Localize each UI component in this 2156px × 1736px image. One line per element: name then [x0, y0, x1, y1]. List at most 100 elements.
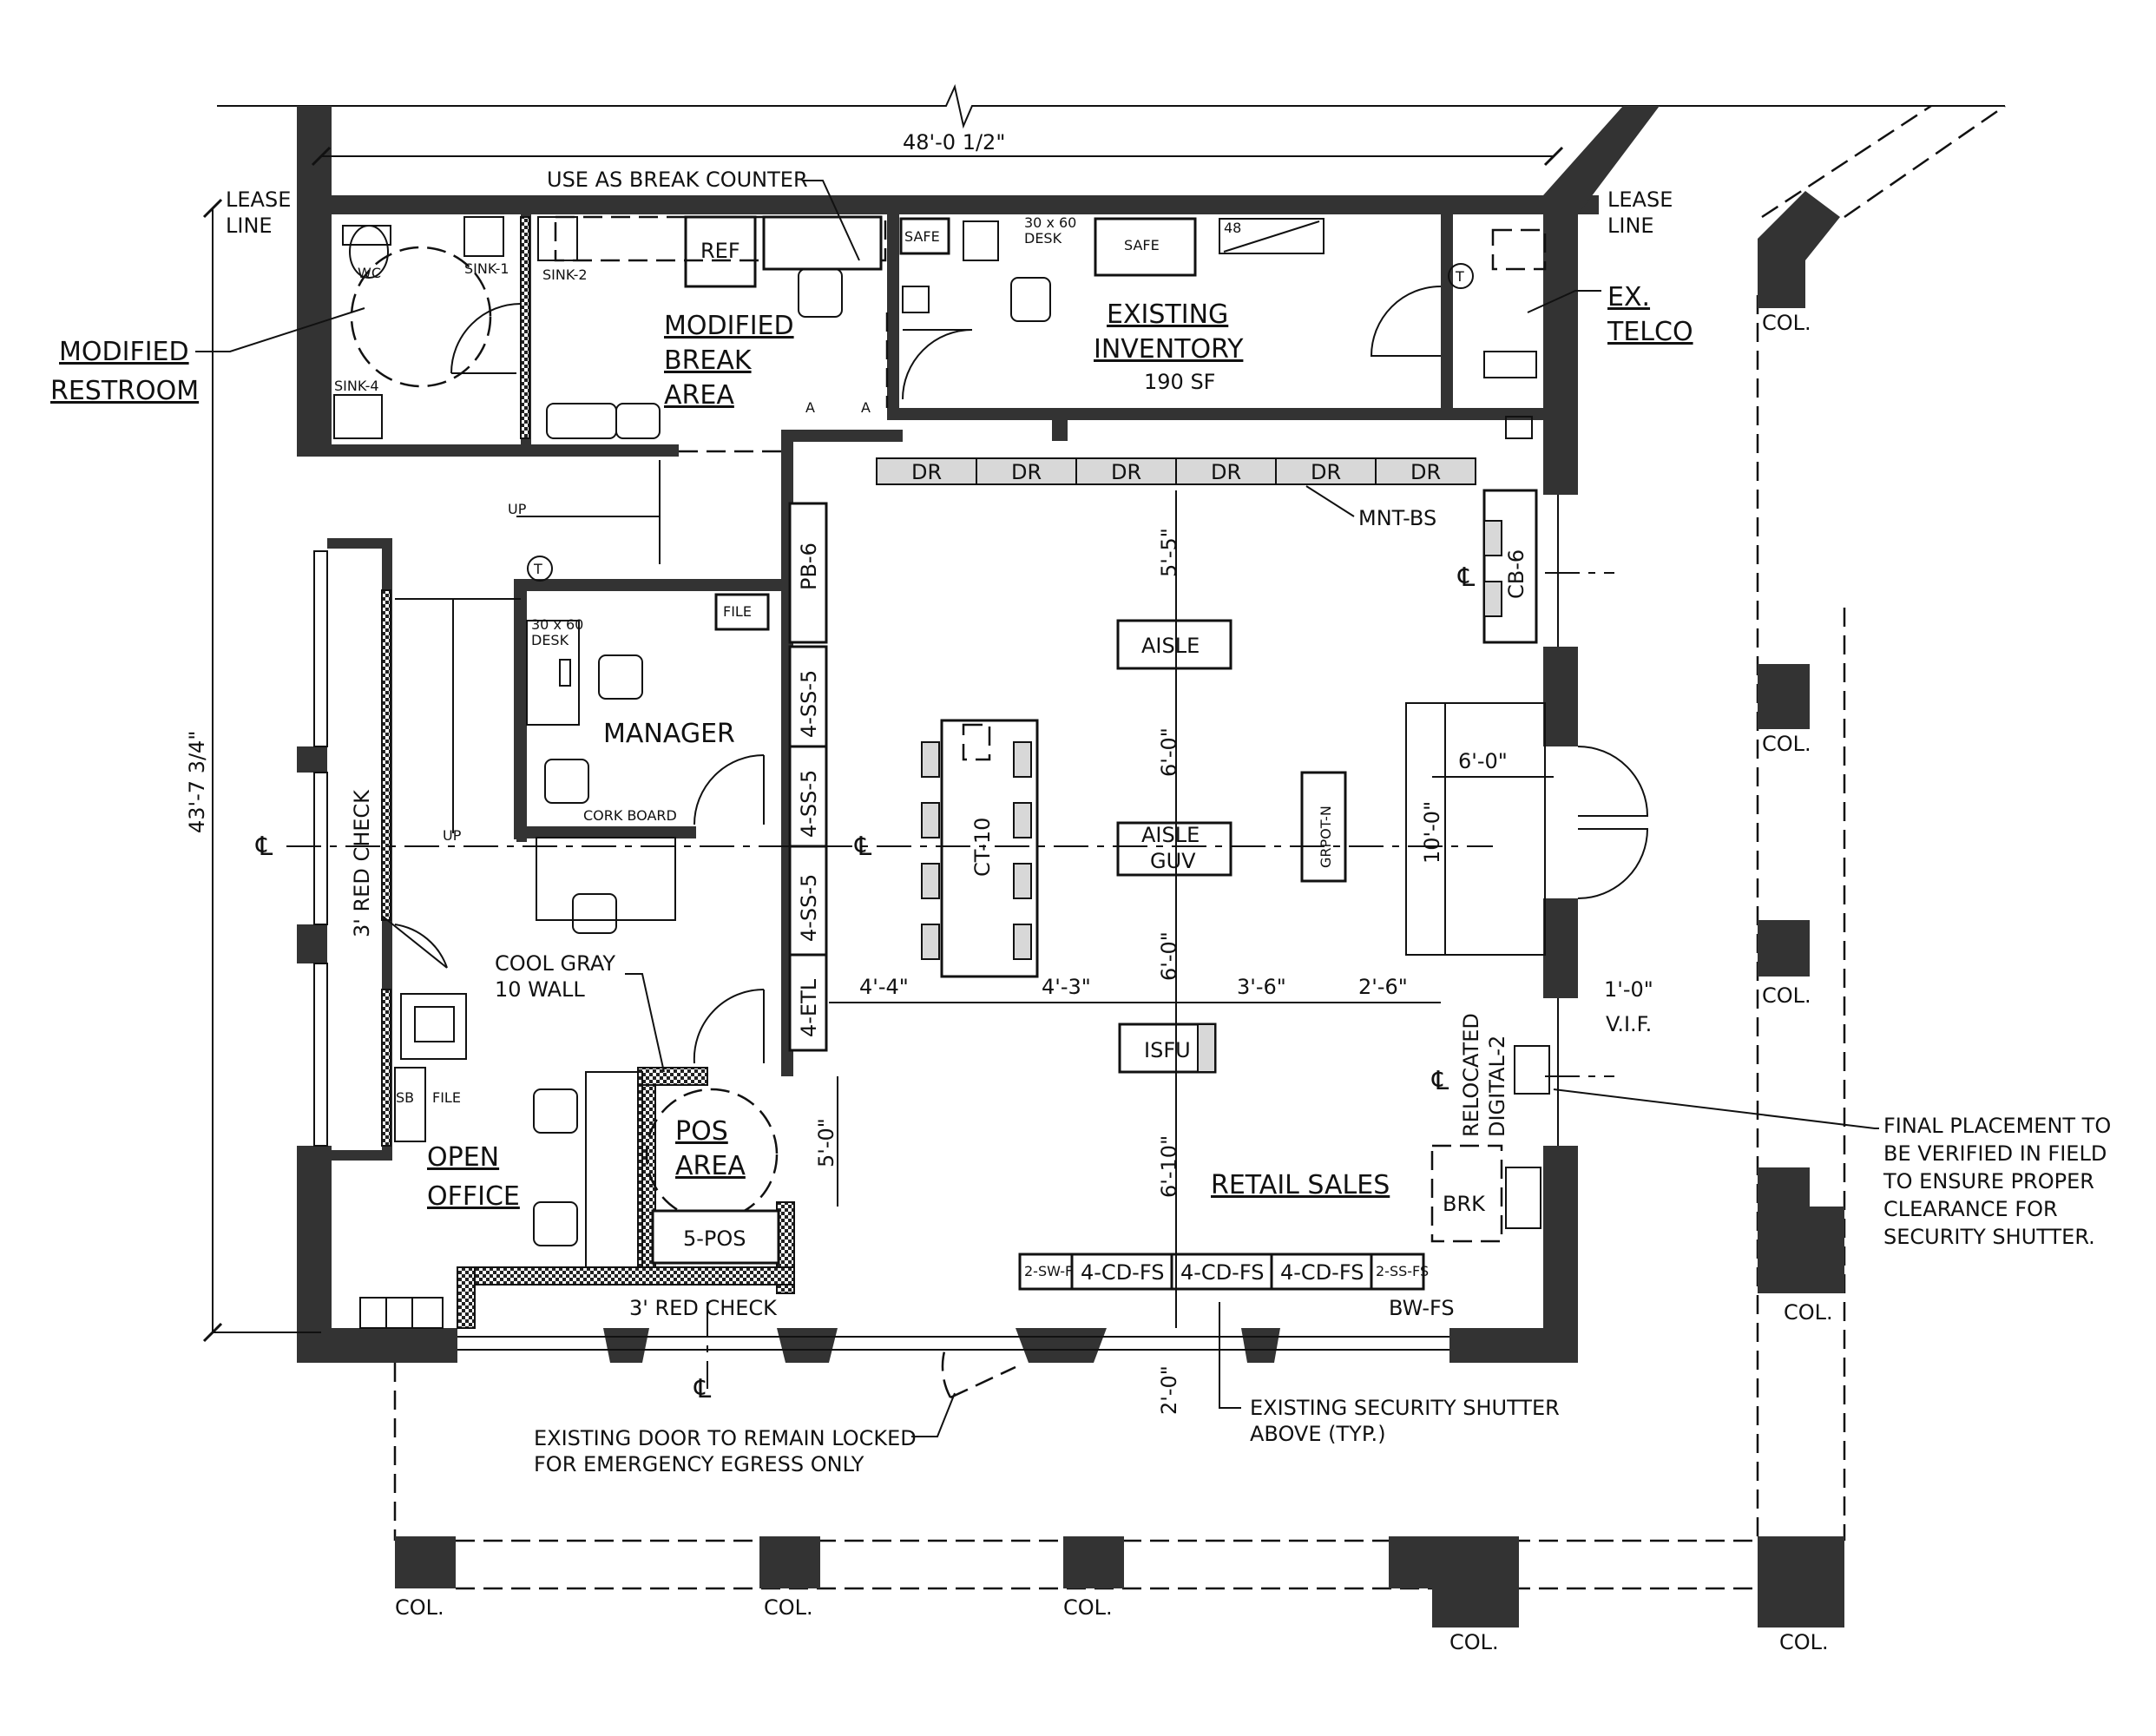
- centerlines: [286, 572, 1614, 1389]
- dim-front-clear: 2'-0": [1157, 1365, 1181, 1415]
- sink4-label: SINK-4: [334, 378, 379, 394]
- dim-gap2: 4'-3": [1042, 975, 1091, 999]
- desk-inv-1: 30 x 60: [1024, 214, 1076, 231]
- sink2-label: SINK-2: [542, 266, 588, 283]
- brk-label: BRK: [1443, 1192, 1486, 1216]
- security-shutter-2: ABOVE (TYP.): [1250, 1422, 1386, 1446]
- dr-2: DR: [1011, 460, 1042, 484]
- file-mgr-label: FILE: [723, 603, 752, 620]
- cl-center: ℄: [854, 832, 871, 862]
- up-2: UP: [443, 827, 462, 844]
- safe2-label: SAFE: [1124, 237, 1160, 253]
- sink1-label: SINK-1: [464, 260, 509, 277]
- corridor: UP UP 3' RED CHECK: [350, 460, 661, 969]
- open-office-line1: OPEN: [427, 1142, 499, 1173]
- pos-line2: AREA: [675, 1151, 746, 1181]
- aisle-fixtures: AISLE AISLE GUV ISFU GRPOT-N: [1116, 619, 1347, 1074]
- final-placement-1: FINAL PLACEMENT TO: [1883, 1114, 2111, 1138]
- open-office-line2: OFFICE: [427, 1181, 520, 1212]
- existing-door-1: EXISTING DOOR TO REMAIN LOCKED: [534, 1426, 917, 1450]
- aisle-1-label: AISLE: [1141, 634, 1200, 658]
- safe1-label: SAFE: [904, 228, 940, 245]
- up-1: UP: [508, 501, 527, 517]
- col-label-6: COL.: [395, 1595, 444, 1620]
- cd-fs-3-label: 4-CD-FS: [1280, 1260, 1364, 1285]
- cd-fs-1-label: 4-CD-FS: [1081, 1260, 1164, 1285]
- security-shutter-1: EXISTING SECURITY SHUTTER: [1250, 1396, 1560, 1420]
- telco-room: EX. TELCO: [1483, 228, 1693, 439]
- dimension-lines: 48'-0 1/2" 43'-7 3/4" 5'-5" 6'-0" 6'-0" …: [185, 130, 1653, 1415]
- a1-label: A: [805, 399, 815, 416]
- dim-isfu-front: 6'-10": [1157, 1135, 1181, 1198]
- final-placement-5: SECURITY SHUTTER.: [1883, 1225, 2095, 1249]
- t-symbol-telco: T: [1455, 268, 1464, 285]
- num-48: 48: [1224, 220, 1241, 236]
- cd-fs-2-label: 4-CD-FS: [1180, 1260, 1264, 1285]
- retail-sales-label: RETAIL SALES: [1211, 1170, 1390, 1200]
- final-placement-2: BE VERIFIED IN FIELD: [1883, 1141, 2107, 1166]
- ref-label: REF: [700, 239, 740, 263]
- col-label-2: COL.: [1762, 732, 1811, 756]
- ss5-c-label: 4-SS-5: [797, 874, 821, 942]
- annotations: USE AS BREAK COUNTER LEASE LINE LEASE LI…: [50, 168, 2111, 1476]
- mnt-bs-label: MNT-BS: [1358, 506, 1436, 530]
- dim-vif: V.I.F.: [1606, 1012, 1652, 1036]
- cool-gray-2: 10 WALL: [495, 977, 585, 1002]
- ss5-a-label: 4-SS-5: [797, 670, 821, 738]
- dim-aisle-top: 5'-5": [1157, 528, 1181, 577]
- emergency-door: [941, 1345, 1016, 1399]
- centerline-symbols: ℄ ℄ ℄ ℄ ℄: [255, 562, 1475, 1404]
- t-symbol-mgr: T: [533, 561, 542, 577]
- dr-6: DR: [1410, 460, 1441, 484]
- inventory-line1: EXISTING: [1107, 299, 1228, 330]
- lease-left-2: LINE: [226, 214, 273, 238]
- interior-walls: [297, 214, 1578, 1329]
- dr-strip: DR DR DR DR DR DR MNT-BS: [876, 457, 1476, 530]
- inventory-area: 190 SF: [1144, 370, 1215, 394]
- desk-mgr-1: 30 x 60: [531, 616, 583, 633]
- dim-aisle-low: 6'-0": [1157, 931, 1181, 981]
- col-label-3: COL.: [1762, 983, 1811, 1008]
- break-counter-note: USE AS BREAK COUNTER: [547, 168, 808, 192]
- lease-right-2: LINE: [1607, 214, 1654, 238]
- manager-label: MANAGER: [603, 719, 735, 749]
- dim-door-width: 6'-0": [1458, 749, 1508, 773]
- open-office: SB FILE OPEN OFFICE COOL GRAY 10 WALL: [359, 837, 676, 1329]
- sb-label: SB: [396, 1089, 414, 1106]
- cool-gray-1: COOL GRAY: [495, 951, 615, 976]
- red-check-left: 3' RED CHECK: [350, 789, 374, 937]
- top-reference-line: [217, 83, 2005, 129]
- guv-label: GUV: [1150, 849, 1196, 873]
- dim-gap5: 1'-0": [1604, 977, 1653, 1002]
- cork-board-label: CORK BOARD: [583, 807, 677, 824]
- col-label-5: COL.: [1779, 1630, 1829, 1654]
- file-open-label: FILE: [432, 1089, 461, 1106]
- cb6-label: CB-6: [1504, 549, 1528, 599]
- right-fixtures: CB-6 BRK: [1405, 489, 1649, 1243]
- telco-line2: TELCO: [1607, 317, 1693, 347]
- col-label-8: COL.: [1063, 1595, 1113, 1620]
- dr-1: DR: [911, 460, 942, 484]
- etl-label: 4-ETL: [797, 978, 821, 1037]
- col-label-7: COL.: [764, 1595, 813, 1620]
- final-placement-3: TO ENSURE PROPER: [1883, 1169, 2094, 1194]
- dim-gap3: 3'-6": [1237, 975, 1286, 999]
- fixture-wall: PB-6 4-SS-5 4-SS-5 4-SS-5 4-ETL: [788, 502, 828, 1052]
- dim-overall-width: 48'-0 1/2": [903, 130, 1005, 155]
- telco-line1: EX.: [1607, 282, 1650, 312]
- dim-overall-depth: 43'-7 3/4": [185, 731, 209, 833]
- col-label-4: COL.: [1784, 1300, 1833, 1325]
- pb6-label: PB-6: [797, 542, 821, 590]
- red-check-bottom: 3' RED CHECK: [629, 1296, 778, 1320]
- break-area: REF MODIFIED BREAK AREA A A: [546, 215, 973, 453]
- colonnade: COL. COL. COL. COL. COL. COL. COL. COL. …: [393, 104, 2006, 1654]
- cl-left: ℄: [255, 832, 273, 862]
- lease-left-1: LEASE: [226, 187, 291, 212]
- relocated-2: DIGITAL-2: [1485, 1036, 1509, 1137]
- relocated-1: RELOCATED: [1459, 1013, 1483, 1137]
- dim-door-height: 10'-0": [1420, 801, 1444, 864]
- desk-mgr-2: DESK: [531, 632, 569, 648]
- dr-4: DR: [1211, 460, 1241, 484]
- dim-aisle-mid: 6'-0": [1157, 727, 1181, 777]
